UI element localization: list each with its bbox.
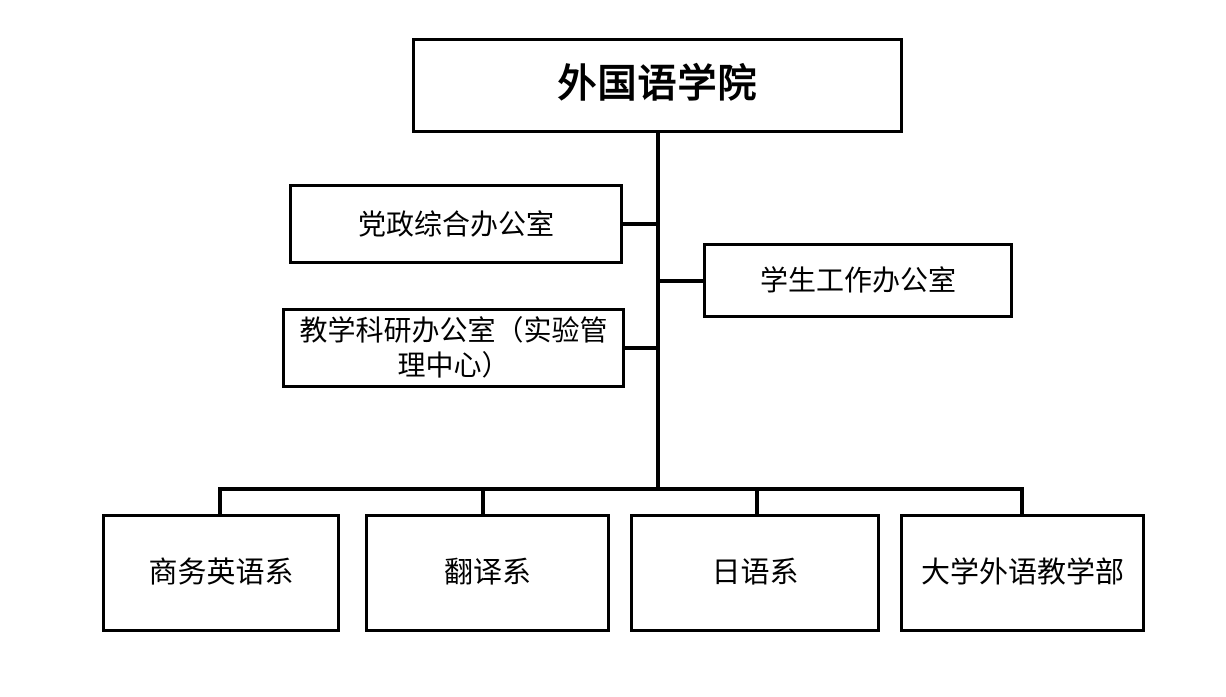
node-office-teaching-research[interactable]: 教学科研办公室（实验管 理中心） bbox=[282, 308, 625, 388]
connector-stub-student-affairs bbox=[656, 279, 707, 283]
connector-drop-college-foreign-language bbox=[1020, 487, 1024, 516]
node-office-party-admin[interactable]: 党政综合办公室 bbox=[289, 184, 623, 264]
node-root-college[interactable]: 外国语学院 bbox=[412, 38, 903, 133]
connector-drop-translation bbox=[481, 487, 485, 516]
node-root-label: 外国语学院 bbox=[557, 63, 758, 107]
connector-drop-business-english bbox=[218, 487, 222, 516]
node-dept-translation[interactable]: 翻译系 bbox=[365, 514, 610, 632]
node-dept-college-foreign-language[interactable]: 大学外语教学部 bbox=[900, 514, 1145, 632]
node-dept-japanese[interactable]: 日语系 bbox=[630, 514, 880, 632]
node-office-teaching-research-label: 教学科研办公室（实验管 理中心） bbox=[299, 315, 608, 381]
node-dept-business-english-label: 商务英语系 bbox=[148, 556, 294, 589]
connector-stub-party-admin bbox=[620, 222, 660, 226]
node-office-student-affairs[interactable]: 学生工作办公室 bbox=[703, 243, 1013, 318]
connector-trunk-vertical bbox=[656, 133, 660, 489]
node-dept-college-foreign-language-label: 大学外语教学部 bbox=[920, 556, 1124, 589]
connector-stub-teaching-research bbox=[622, 346, 660, 350]
connector-drop-japanese bbox=[755, 487, 759, 516]
node-office-student-affairs-label: 学生工作办公室 bbox=[759, 265, 956, 296]
node-dept-translation-label: 翻译系 bbox=[443, 556, 531, 589]
node-office-party-admin-label: 党政综合办公室 bbox=[357, 208, 554, 240]
node-dept-business-english[interactable]: 商务英语系 bbox=[102, 514, 340, 632]
node-dept-japanese-label: 日语系 bbox=[711, 556, 799, 589]
connector-department-bus bbox=[218, 487, 1024, 491]
